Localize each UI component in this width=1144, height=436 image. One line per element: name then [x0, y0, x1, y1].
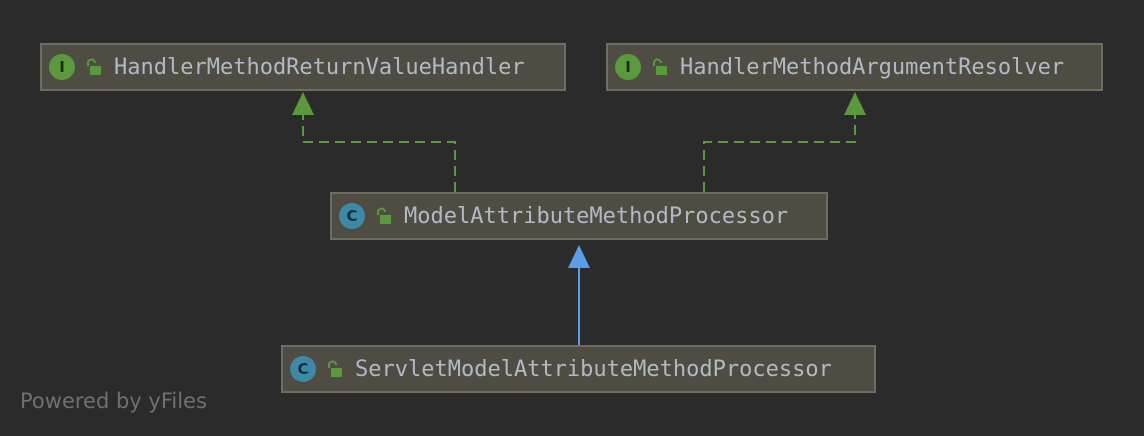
unlocked-icon	[87, 58, 101, 75]
edge-implements-return-value-handler	[292, 92, 456, 192]
unlocked-icon	[377, 207, 391, 224]
unlocked-icon	[328, 360, 342, 377]
node-model-attribute-method-processor[interactable]: C ModelAttributeMethodProcessor	[330, 192, 828, 240]
node-servlet-model-attribute-method-processor[interactable]: C ServletModelAttributeMethodProcessor	[281, 345, 876, 393]
interface-icon: I	[49, 54, 75, 80]
class-icon: C	[339, 203, 365, 229]
arrowhead-implements-right	[844, 92, 866, 115]
node-label: ModelAttributeMethodProcessor	[404, 203, 789, 229]
edge-extends	[568, 245, 590, 345]
arrowhead-extends	[568, 245, 590, 268]
powered-by-footer: Powered by yFiles	[20, 389, 207, 413]
node-handler-method-return-value-handler[interactable]: I HandlerMethodReturnValueHandler	[40, 43, 566, 91]
interface-icon: I	[615, 54, 641, 80]
node-label: ServletModelAttributeMethodProcessor	[355, 356, 832, 382]
arrowhead-implements-left	[292, 92, 314, 115]
node-label: HandlerMethodArgumentResolver	[680, 54, 1065, 80]
node-handler-method-argument-resolver[interactable]: I HandlerMethodArgumentResolver	[606, 43, 1103, 91]
edge-implements-argument-resolver	[703, 92, 866, 192]
node-label: HandlerMethodReturnValueHandler	[114, 54, 525, 80]
class-icon: C	[290, 356, 316, 382]
unlocked-icon	[653, 58, 667, 75]
